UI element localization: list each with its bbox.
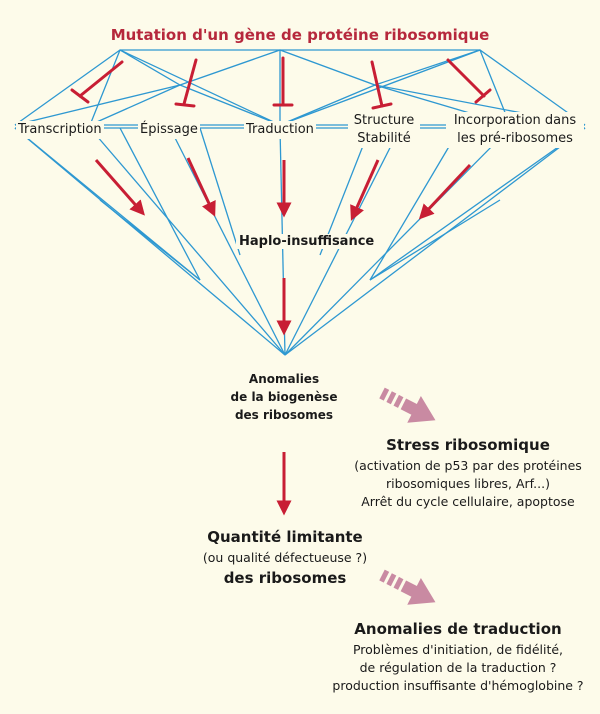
stress-line2: ribosomiques libres, Arf...) [386,476,550,491]
stress-line3: Arrêt du cycle cellulaire, apoptose [361,494,575,509]
label-incorporation: Incorporation dans les pré-ribosomes [446,112,584,148]
block-stress: Stress ribosomique (activation de p53 pa… [336,436,600,511]
label-stabilite: Stabilité [357,131,411,146]
diagram-title: Mutation d'un gène de protéine ribosomiq… [110,26,490,44]
label-transcription: Transcription [16,121,104,139]
label-structure-stabilite: Structure Stabilité [348,112,420,148]
label-structure: Structure [353,113,415,128]
anomalies-traduction-line2: de régulation de la traduction ? [359,660,557,675]
block-biogenese: Anomalies de la biogenèse des ribosomes [214,370,354,424]
inhibition-marks [70,56,492,110]
block-quantite: Quantité limitante (ou qualité défectueu… [190,528,380,587]
anomalies-traduction-line3: production insuffisante d'hémoglobine ? [332,678,584,693]
label-haplo-insuffisance: Haplo-insuffisance [236,234,378,249]
biogenese-line2: de la biogenèse [230,390,338,404]
label-incorporation-line2: les pré-ribosomes [457,131,573,146]
red-arrows [94,157,472,516]
label-epissage: Épissage [138,121,200,139]
anomalies-traduction-line1: Problèmes d'initiation, de fidélité, [352,642,564,657]
quantite-line2: (ou qualité défectueuse ?) [202,550,368,565]
blue-lattice [14,49,586,356]
stress-line1: (activation de p53 par des protéines [354,458,582,473]
block-anomalies-traduction: Anomalies de traduction Problèmes d'init… [316,620,600,695]
pink-arrows [379,387,436,605]
stress-title: Stress ribosomique [386,436,550,454]
label-incorporation-line1: Incorporation dans [453,113,577,128]
anomalies-traduction-title: Anomalies de traduction [354,620,562,638]
quantite-line3: des ribosomes [223,569,347,587]
label-traduction: Traduction [244,121,316,139]
biogenese-line1: Anomalies [248,372,320,386]
biogenese-line3: des ribosomes [234,408,334,422]
quantite-line1: Quantité limitante [207,528,363,546]
